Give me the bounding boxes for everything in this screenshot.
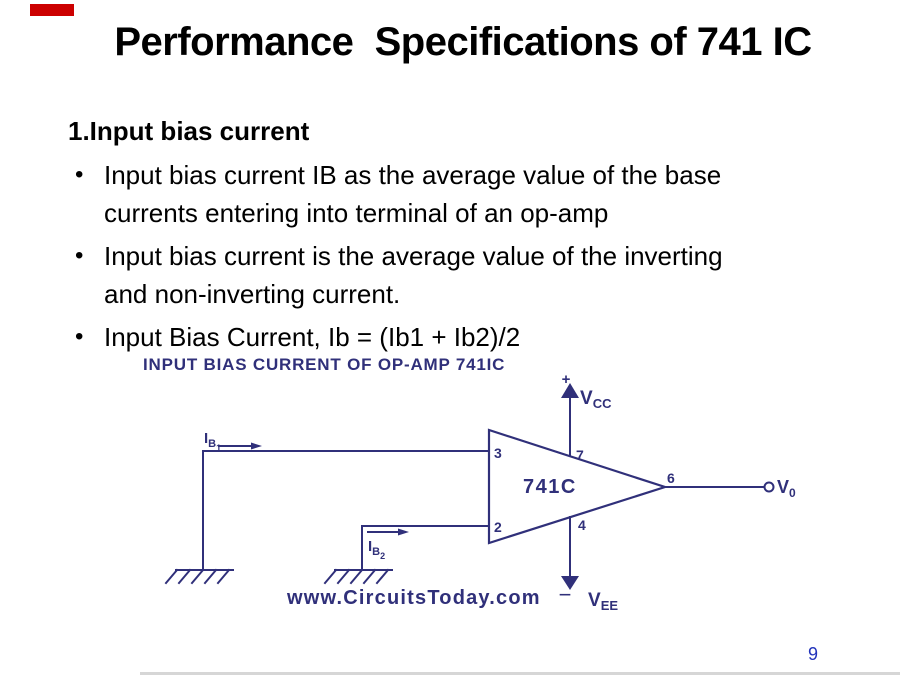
- ground-hatch: [216, 568, 231, 585]
- section-heading: 1.Input bias current: [68, 116, 310, 146]
- ground-hatch: [203, 568, 218, 585]
- inverting-input-wire: [361, 525, 490, 571]
- bullet-text: Input bias current is the average value …: [104, 241, 723, 309]
- slide-title: Performance Specifications of 741 IC: [114, 20, 812, 64]
- ground-hatch: [362, 568, 377, 585]
- vcc-arrow-up-icon: [561, 383, 579, 398]
- ground-hatch: [336, 568, 351, 585]
- ground-hatch: [190, 568, 205, 585]
- output-terminal: [763, 481, 775, 493]
- slide-body: 1.Input bias current • Input bias curren…: [68, 112, 820, 361]
- circuit-diagram-title: INPUT BIAS CURRENT OF OP-AMP 741IC: [143, 355, 506, 374]
- bullet-text: Input Bias Current, Ib = (Ib1 + Ib2)/2: [104, 322, 521, 352]
- ground-hatch: [375, 568, 390, 585]
- ground-symbol-middle: [323, 568, 393, 585]
- page-number: 9: [808, 644, 819, 664]
- bullet-text: Input bias current IB as the average val…: [104, 160, 722, 228]
- output-wire: V0: [664, 477, 796, 500]
- ib2-current-arrow: [367, 528, 409, 536]
- vee-minus-sign: −: [559, 582, 572, 607]
- ground-symbol-left: [164, 568, 234, 585]
- opamp-label: 741C: [523, 476, 577, 498]
- pin-7-label: 7: [576, 447, 584, 463]
- ground-hatch: [349, 568, 364, 585]
- bullet-dot: •: [75, 161, 84, 188]
- noninverting-input-wire: [202, 450, 490, 571]
- bullet-dot: •: [75, 242, 84, 269]
- bullet-dot: •: [75, 323, 84, 350]
- vee-label: VEE: [588, 590, 618, 613]
- vee-supply: − VEE: [559, 516, 618, 613]
- pin-6-label: 6: [667, 470, 675, 486]
- vee-arrow-down-icon: [561, 576, 579, 590]
- vcc-label: VCC: [580, 388, 612, 411]
- bullet-item: • Input bias current IB as the average v…: [68, 156, 820, 232]
- bullet-item: • Input bias current is the average valu…: [68, 237, 820, 313]
- pin-4-label: 4: [578, 517, 586, 533]
- watermark-text: www.CircuitsToday.com: [286, 587, 541, 609]
- ground-hatch: [164, 568, 179, 585]
- opamp-circuit-diagram: IB1 IB2 741C: [164, 375, 796, 613]
- opamp-triangle: [487, 428, 669, 545]
- vcc-plus-sign: +: [562, 375, 571, 388]
- slide-bottom-edge: [140, 672, 900, 675]
- arrow-head: [398, 528, 409, 536]
- arrow-head: [251, 442, 262, 450]
- ib1-current-arrow: [218, 442, 262, 450]
- bullet-item: • Input Bias Current, Ib = (Ib1 + Ib2)/2: [68, 318, 820, 356]
- vcc-supply: + VCC: [561, 375, 612, 457]
- slide-red-marker: [30, 4, 74, 16]
- ground-hatch: [323, 568, 338, 585]
- vout-label: V0: [777, 477, 796, 500]
- ib2-label: IB2: [368, 538, 385, 561]
- ib1-label: IB1: [204, 430, 221, 453]
- pin-3-label: 3: [494, 445, 502, 461]
- pin-2-label: 2: [494, 519, 502, 535]
- ground-hatch: [177, 568, 192, 585]
